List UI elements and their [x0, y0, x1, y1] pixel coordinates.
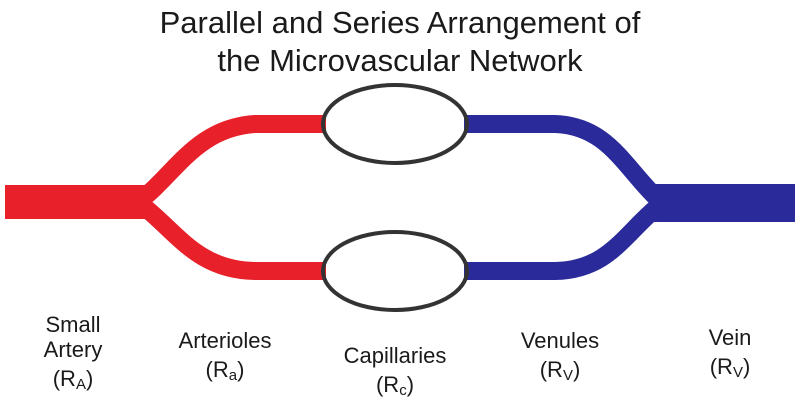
small-artery-vessel: [5, 185, 150, 219]
venule-lower-vessel: [464, 195, 668, 280]
venules-resistance: (RV): [539, 357, 581, 384]
label-venules: Venules (RV): [490, 328, 630, 388]
venous-side: [464, 115, 795, 280]
arteriole-lower-vessel: [132, 194, 326, 280]
small-artery-resistance: (RA): [52, 366, 94, 393]
arterioles-name: Arterioles: [178, 328, 272, 353]
arterial-side: [5, 115, 326, 280]
small-artery-name-line-1: Small: [45, 312, 101, 337]
capillary-loop-lower: [321, 230, 469, 312]
arteriole-upper-vessel: [132, 115, 326, 210]
capillaries-name: Capillaries: [343, 343, 447, 368]
title-line-1: Parallel and Series Arrangement of: [159, 5, 641, 40]
label-capillaries: Capillaries (Rc): [325, 343, 465, 403]
label-arterioles: Arterioles (Ra): [155, 328, 295, 388]
capillary-loop-upper: [321, 83, 469, 165]
arterioles-resistance: (Ra): [205, 357, 245, 384]
diagram-title: Parallel and Series Arrangement of the M…: [0, 4, 800, 80]
vein-name: Vein: [708, 325, 752, 350]
small-artery-name-line-2: Artery: [43, 337, 103, 362]
venule-upper-vessel: [464, 115, 669, 210]
venules-name: Venules: [520, 328, 600, 353]
vein-vessel: [650, 184, 795, 222]
title-line-2: the Microvascular Network: [217, 43, 583, 78]
label-small-artery: Small Artery (RA): [18, 312, 128, 397]
label-vein: Vein (RV): [680, 325, 780, 385]
capillaries-resistance: (Rc): [375, 372, 415, 399]
capillary-beds: [321, 83, 469, 312]
vein-resistance: (RV): [709, 354, 751, 381]
